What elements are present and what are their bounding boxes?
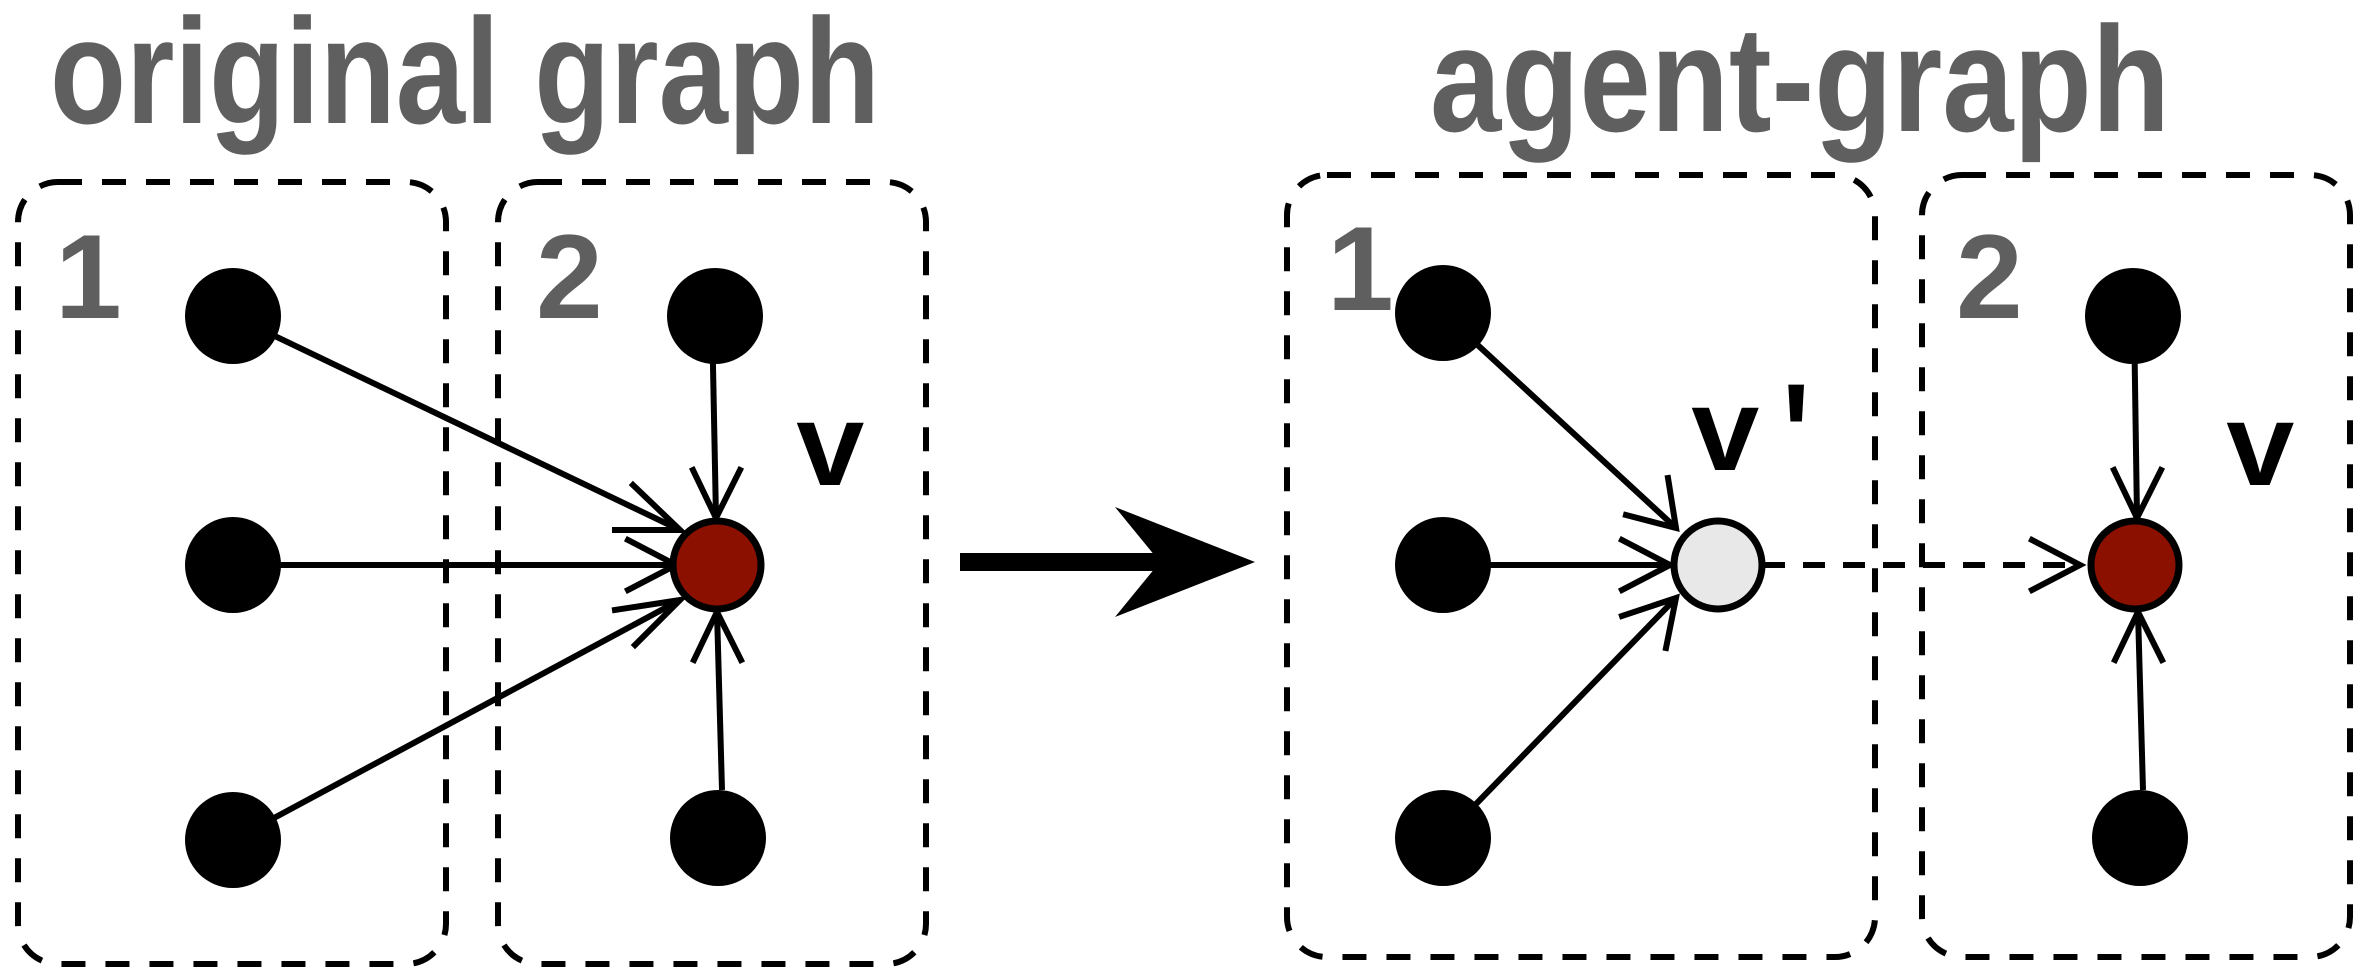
graph-node — [1395, 790, 1491, 886]
partition-label-1: 1 — [55, 210, 122, 344]
edge — [231, 313, 682, 533]
graph-node — [667, 268, 763, 364]
graph-node — [1395, 265, 1491, 361]
edge — [1440, 595, 1679, 841]
original-graph-title: original graph — [50, 0, 880, 155]
arrowhead — [612, 480, 688, 533]
edge — [714, 611, 725, 791]
arrowhead — [611, 595, 689, 650]
target-node-label: v — [2225, 388, 2296, 521]
partition-box-2 — [495, 179, 929, 967]
partition-label-1: 1 — [1327, 202, 1394, 336]
arrowhead — [1618, 593, 1680, 652]
agent-graph-title: agent-graph — [1430, 0, 2170, 163]
graph-node — [185, 517, 281, 613]
agent-node-label: v' — [1690, 373, 1832, 506]
partition-label-2: 2 — [1956, 210, 2023, 344]
arrowhead — [1622, 474, 1680, 533]
agent-graph: 1 2 v' v — [1284, 172, 2353, 960]
arrowhead — [2027, 535, 2087, 595]
partition-label-2: 2 — [536, 210, 603, 344]
arrowhead — [1617, 535, 1677, 595]
original-graph: 1 2 v — [15, 179, 929, 967]
edge — [231, 597, 682, 843]
graph-node — [2092, 790, 2188, 886]
edge — [2135, 611, 2146, 791]
edge — [1440, 310, 1679, 531]
target-node-v — [2087, 517, 2183, 613]
target-node-v — [669, 517, 765, 613]
graph-node — [185, 268, 281, 364]
target-node-label: v — [795, 388, 866, 521]
graph-node — [2085, 268, 2181, 364]
graph-node — [185, 792, 281, 888]
partition-box-1 — [1284, 172, 1878, 960]
transformation-arrow — [960, 507, 1255, 617]
graph-node — [1395, 517, 1491, 613]
partition-box-1 — [15, 179, 449, 967]
agent-node-v-prime — [1670, 517, 1766, 613]
graph-node — [670, 790, 766, 886]
partition-box-2 — [1919, 172, 2353, 960]
